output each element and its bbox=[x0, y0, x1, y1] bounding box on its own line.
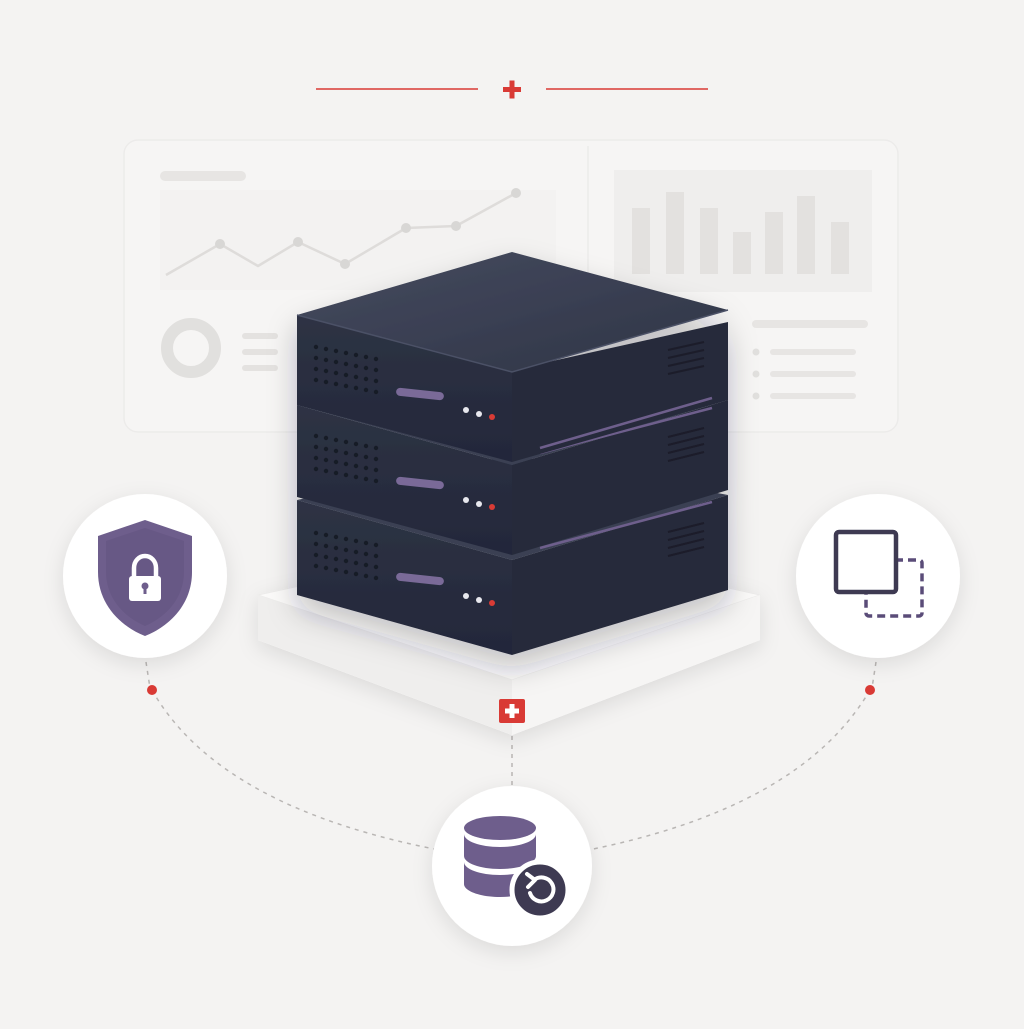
list-placeholder bbox=[752, 320, 868, 400]
plus-icon bbox=[503, 80, 521, 99]
vent-grille bbox=[313, 433, 379, 484]
server-stack bbox=[296, 252, 729, 655]
side-vent bbox=[667, 522, 705, 557]
status-led bbox=[476, 411, 482, 417]
chart-point bbox=[511, 188, 521, 198]
side-vent bbox=[667, 427, 705, 462]
drive-slot bbox=[396, 476, 444, 490]
chart-bar bbox=[733, 232, 751, 274]
security-badge bbox=[63, 494, 227, 658]
server-unit-1 bbox=[296, 252, 729, 462]
status-led bbox=[463, 593, 469, 599]
status-led-alert bbox=[489, 600, 495, 606]
status-led bbox=[476, 501, 482, 507]
status-led-alert bbox=[489, 504, 495, 510]
chart-bar bbox=[831, 222, 849, 274]
drive-slot bbox=[396, 572, 444, 586]
connector-dot-left bbox=[147, 685, 157, 695]
chart-bar bbox=[632, 208, 650, 274]
vent-grille bbox=[313, 530, 379, 581]
chart-bar bbox=[765, 212, 783, 274]
connector-right-stub bbox=[871, 661, 877, 689]
chart-point bbox=[451, 221, 461, 231]
connector-right bbox=[577, 689, 871, 853]
vent-grille bbox=[313, 344, 379, 395]
chart-point bbox=[401, 223, 411, 233]
chart-point bbox=[293, 237, 303, 247]
connector-dot-right bbox=[865, 685, 875, 695]
bar-chart bbox=[614, 170, 872, 292]
status-led bbox=[476, 597, 482, 603]
chart-bar bbox=[700, 208, 718, 274]
status-led bbox=[463, 497, 469, 503]
connector-left-stub bbox=[145, 661, 151, 689]
top-divider bbox=[316, 80, 708, 99]
donut-chart bbox=[161, 318, 278, 378]
drive-slot bbox=[396, 387, 444, 401]
chart-point bbox=[340, 259, 350, 269]
chart-point bbox=[215, 239, 225, 249]
duplicate-badge bbox=[796, 494, 960, 658]
connector-left bbox=[151, 689, 451, 853]
copy-squares-icon bbox=[833, 529, 924, 618]
status-led bbox=[463, 407, 469, 413]
dashboard-title-placeholder bbox=[160, 171, 246, 181]
swiss-cross-icon bbox=[499, 699, 525, 723]
database-restore-icon bbox=[464, 816, 571, 921]
shield-lock-icon bbox=[98, 520, 192, 636]
side-vent bbox=[667, 341, 705, 375]
backup-badge bbox=[432, 786, 592, 946]
connector-lines bbox=[145, 661, 877, 853]
status-led-alert bbox=[489, 414, 495, 420]
chart-bar bbox=[666, 192, 684, 274]
chart-bar bbox=[797, 196, 815, 274]
